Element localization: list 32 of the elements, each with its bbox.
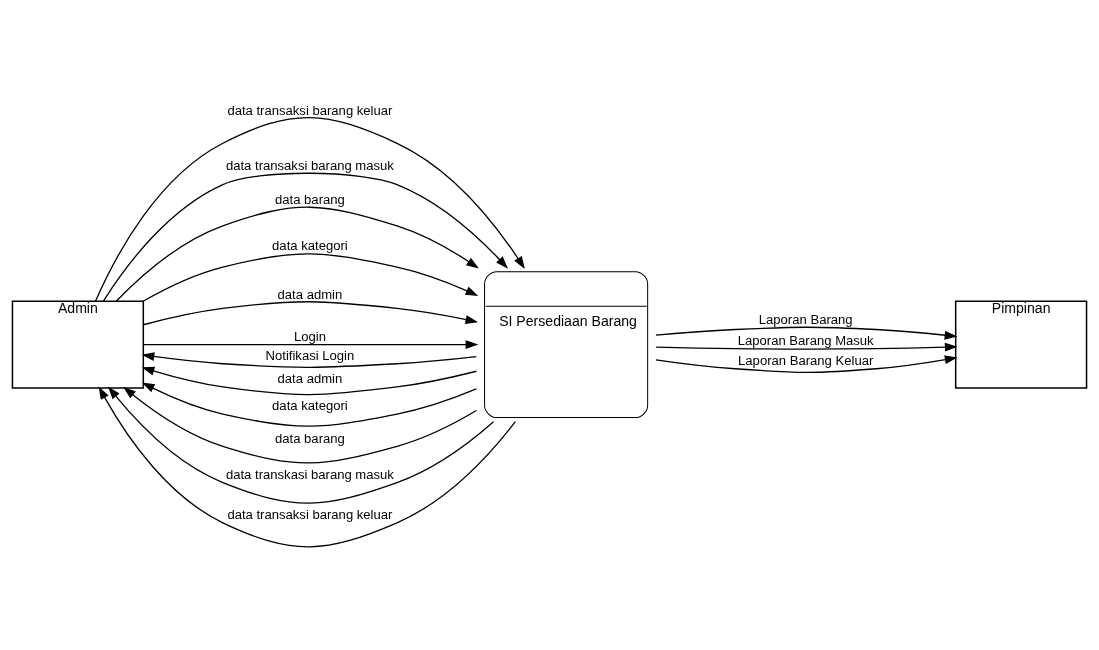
arrow (102, 172, 509, 302)
edge-label: Laporan Barang Masuk (737, 332, 874, 348)
edge-label: data transkasi barang masuk (225, 466, 394, 482)
arrow (98, 385, 517, 547)
edge-label: data admin (277, 286, 343, 302)
arrow (94, 116, 525, 302)
edge-label: data kategori (272, 397, 348, 413)
arrow (115, 206, 479, 302)
arrow (142, 252, 479, 302)
edge-label: data barang (275, 430, 345, 446)
arrow (108, 385, 495, 504)
arrow (141, 382, 478, 427)
node-box: Admin (11, 300, 145, 389)
arrow (123, 386, 477, 464)
edge-label: data kategori (272, 237, 348, 253)
edge-label: data transaksi barang masuk (225, 157, 394, 173)
edge-label: Laporan Barang (758, 311, 853, 327)
arrow (142, 300, 479, 325)
edge-label: Login (293, 328, 326, 344)
arrow (141, 351, 477, 368)
arrow (141, 366, 478, 395)
edge-label: data transaksi barang keluar (227, 102, 393, 117)
edge-label: data admin (277, 370, 343, 386)
edge-label: Laporan Barang Keluar (738, 352, 874, 368)
arrow (655, 354, 958, 373)
arrow (142, 339, 479, 349)
edge-label: data transaksi barang keluar (227, 506, 393, 522)
arrow (655, 326, 958, 340)
node-box: Pimpinan (954, 300, 1088, 389)
edge-label: data barang (275, 191, 345, 207)
edge-label: Notifikasi Login (265, 347, 355, 363)
arrow (655, 342, 958, 352)
